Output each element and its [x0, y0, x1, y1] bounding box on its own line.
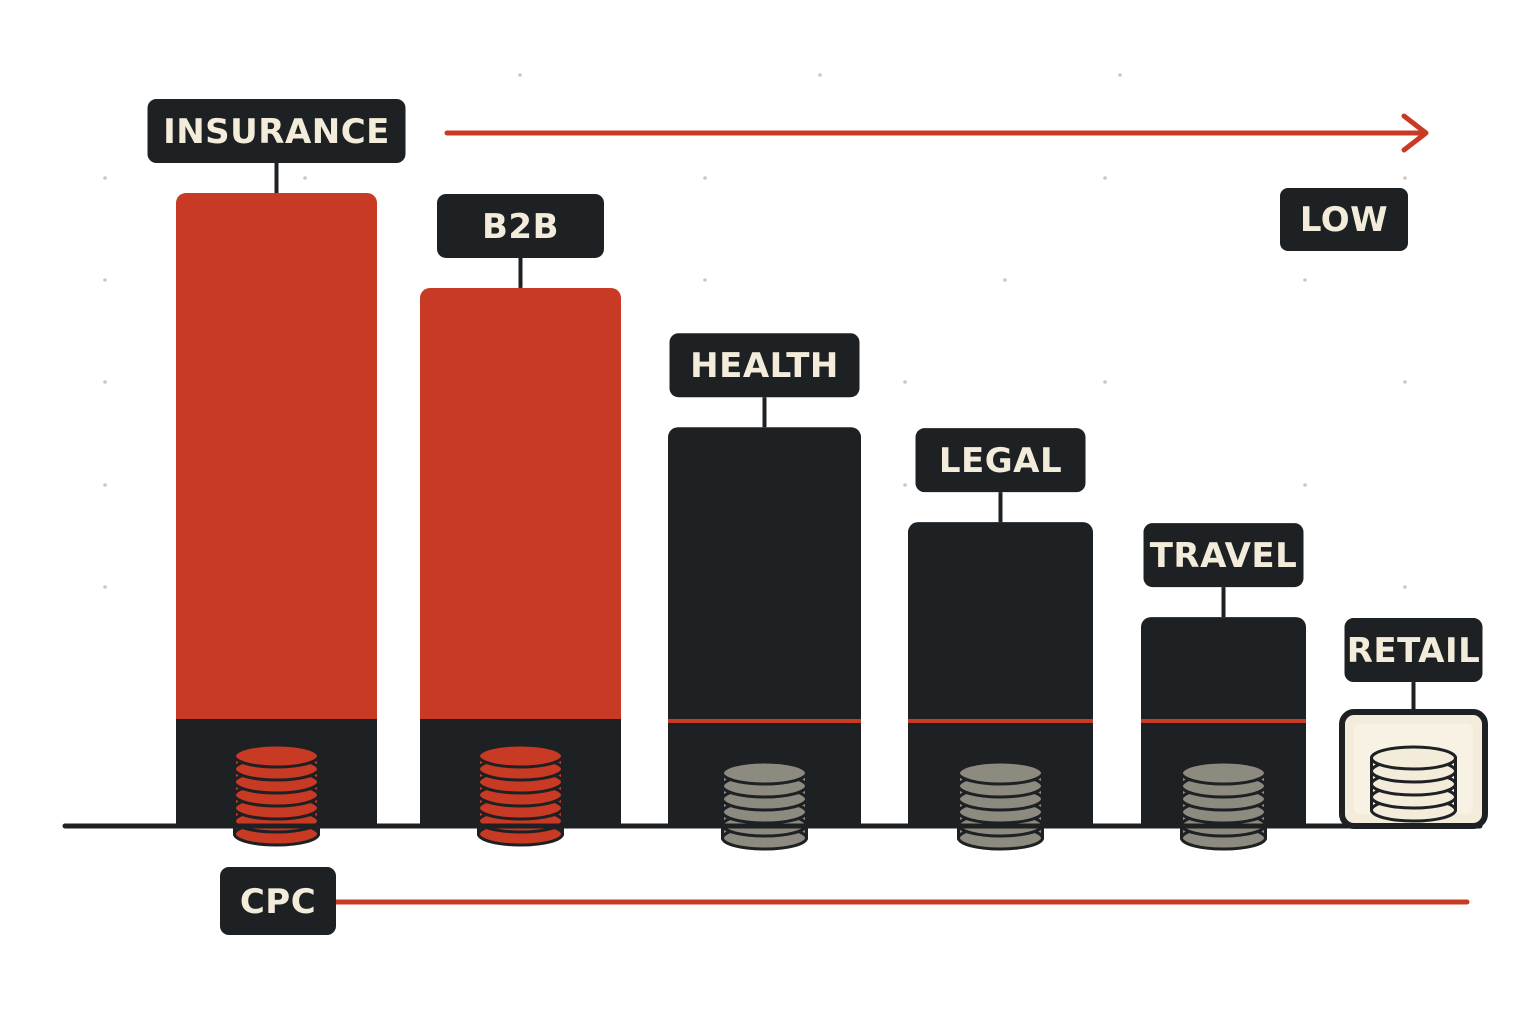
background-dot — [103, 278, 107, 282]
category-label-box — [1143, 523, 1304, 588]
category-label-box — [437, 193, 604, 258]
category-label-box — [669, 333, 860, 398]
bars-group: INSURANCE B2B HEALTH LEGAL TRAVEL RETAIL — [147, 99, 1488, 851]
category-label-box — [147, 99, 406, 163]
background-dot — [303, 176, 307, 180]
background-dot — [1403, 380, 1407, 384]
background-dot — [1303, 278, 1307, 282]
coin-top — [1180, 760, 1267, 786]
background-dot — [903, 380, 907, 384]
category-label-box — [1344, 618, 1483, 683]
background-dot — [103, 585, 107, 589]
coin-top — [233, 743, 320, 769]
direction-label-box: LOW — [1280, 188, 1408, 251]
background-dot — [703, 278, 707, 282]
background-dot — [1403, 585, 1407, 589]
background-dot — [1103, 176, 1107, 180]
background-dot — [518, 73, 522, 77]
background-dot — [1103, 380, 1107, 384]
background-dot — [103, 176, 107, 180]
bar-retail: RETAIL — [1339, 618, 1488, 829]
coin-top — [477, 743, 564, 769]
background-dot — [703, 176, 707, 180]
direction-arrow — [444, 113, 1429, 153]
category-label: B2B — [482, 207, 559, 247]
axis-label: CPC — [240, 882, 316, 922]
background-dot — [818, 73, 822, 77]
coin-top — [721, 760, 808, 786]
category-label: TRAVEL — [1150, 536, 1298, 576]
bar-b2b: B2B — [420, 193, 621, 847]
background-dot — [103, 483, 107, 487]
bar — [420, 287, 621, 826]
background-dot — [1303, 483, 1307, 487]
coin-top — [957, 760, 1044, 786]
background-dot — [1003, 278, 1007, 282]
background-dot — [103, 380, 107, 384]
bar-health: HEALTH — [668, 333, 861, 851]
category-label: HEALTH — [690, 346, 839, 386]
bar — [176, 193, 377, 826]
category-label-box — [915, 428, 1086, 493]
category-label: INSURANCE — [163, 112, 390, 152]
axis-label-box: CPC — [220, 867, 336, 935]
background-dot — [903, 483, 907, 487]
background-dot — [1403, 176, 1407, 180]
direction-label: LOW — [1300, 200, 1388, 240]
category-label: RETAIL — [1347, 631, 1481, 671]
category-label: LEGAL — [939, 441, 1062, 481]
bar-travel: TRAVEL — [1141, 523, 1306, 851]
coin-top — [1370, 745, 1457, 771]
bar-insurance: INSURANCE — [147, 99, 406, 847]
background-dot — [1118, 73, 1122, 77]
bar-legal: LEGAL — [908, 428, 1093, 851]
